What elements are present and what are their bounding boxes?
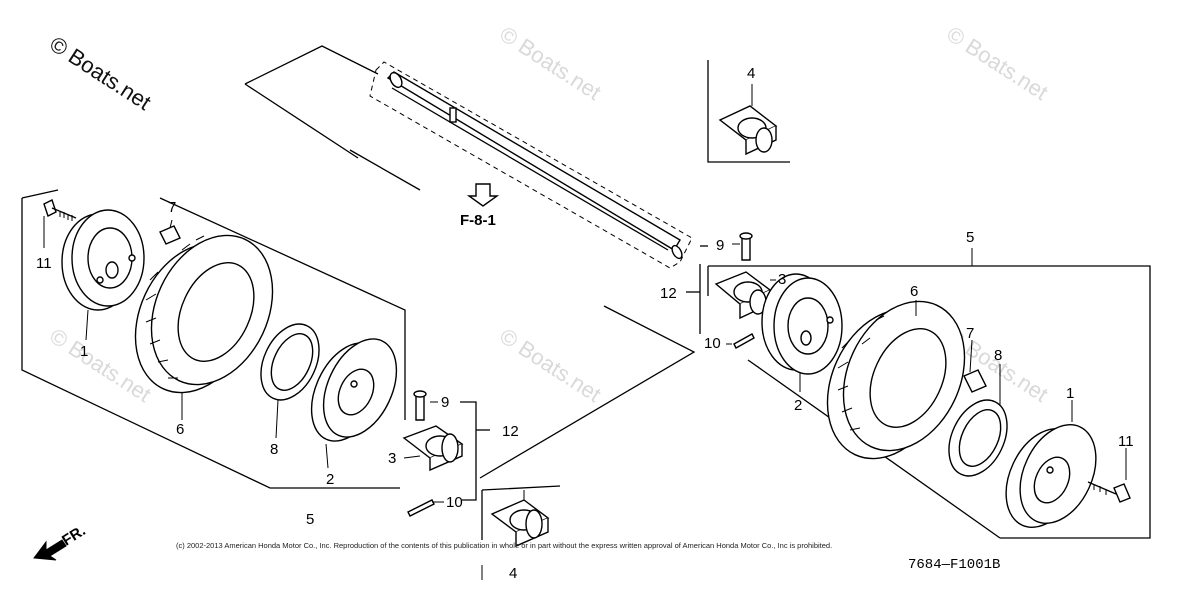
- callouts-left: 11 1 7 6 8 2 5 9 12 3 10 4: [36, 199, 519, 582]
- valve-right: [963, 339, 987, 393]
- cotter-right: [726, 333, 755, 349]
- arrow-down-icon: [466, 183, 500, 207]
- callout-left-12[interactable]: 12: [502, 423, 519, 440]
- callout-left-5[interactable]: 5: [306, 511, 314, 528]
- callout-right-6[interactable]: 6: [910, 283, 918, 300]
- reference-arrow: F-8-1: [460, 183, 500, 229]
- callouts-right: 4 9 5 3 12 6 10 7 8 1 2 11: [660, 65, 1134, 450]
- left-assembly: [21, 189, 561, 580]
- callout-left-8[interactable]: 8: [270, 441, 278, 458]
- tire-left: [134, 234, 274, 420]
- flange-bottom: [481, 485, 561, 580]
- valve-left: [159, 219, 181, 245]
- hub-left: [61, 209, 145, 341]
- callout-left-9[interactable]: 9: [441, 394, 449, 411]
- callout-bottom-4[interactable]: 4: [509, 565, 517, 582]
- callout-right-5[interactable]: 5: [966, 229, 974, 246]
- callout-top-4[interactable]: 4: [747, 65, 755, 82]
- callout-left-11[interactable]: 11: [36, 255, 52, 272]
- callout-right-11[interactable]: 11: [1118, 433, 1134, 450]
- watermark-top-right: © Boats.net: [942, 21, 1052, 105]
- front-marker: FR.: [33, 522, 89, 561]
- seal-right: [948, 364, 1008, 477]
- hub-right: [761, 273, 843, 392]
- callout-right-10[interactable]: 10: [704, 335, 721, 352]
- callout-right-8[interactable]: 8: [994, 347, 1002, 364]
- callout-right-3[interactable]: 3: [778, 271, 786, 288]
- pin-left: [413, 390, 490, 501]
- callout-left-3[interactable]: 3: [388, 450, 396, 467]
- watermark-top-center: © Boats.net: [495, 21, 605, 105]
- bolt-right: [1087, 448, 1131, 503]
- flange-left: [402, 425, 464, 472]
- callout-right-9[interactable]: 9: [716, 237, 724, 254]
- wheel-right: [1005, 400, 1097, 528]
- copyright-notice: (c) 2002-2013 American Honda Motor Co., …: [176, 541, 832, 550]
- seal-left: [260, 323, 320, 439]
- callout-left-7[interactable]: 7: [168, 199, 176, 216]
- pin-right: [732, 232, 753, 261]
- callout-left-1[interactable]: 1: [80, 343, 88, 360]
- callout-right-2[interactable]: 2: [794, 397, 802, 414]
- callout-right-7[interactable]: 7: [966, 325, 974, 342]
- diagram-code: 7684—F1001B: [908, 557, 1000, 573]
- axle-shaft: [244, 45, 696, 479]
- tire-right: [826, 300, 966, 460]
- flange-right: [714, 271, 776, 320]
- callout-left-6[interactable]: 6: [176, 421, 184, 438]
- callout-right-12[interactable]: 12: [660, 285, 677, 302]
- section-reference[interactable]: F-8-1: [460, 212, 496, 229]
- top-right-flange: [707, 60, 790, 163]
- callout-right-1[interactable]: 1: [1066, 385, 1074, 402]
- callout-left-2[interactable]: 2: [326, 471, 334, 488]
- wheel-half-left: [310, 338, 398, 469]
- watermark-mid-center: © Boats.net: [495, 323, 605, 407]
- cotter-left: [407, 499, 444, 517]
- callout-left-10[interactable]: 10: [446, 494, 463, 511]
- right-assembly: [686, 232, 1151, 539]
- watermark-main: © Boats.net: [45, 31, 155, 115]
- front-arrow-icon: [33, 539, 67, 561]
- bolt-left: [43, 199, 77, 248]
